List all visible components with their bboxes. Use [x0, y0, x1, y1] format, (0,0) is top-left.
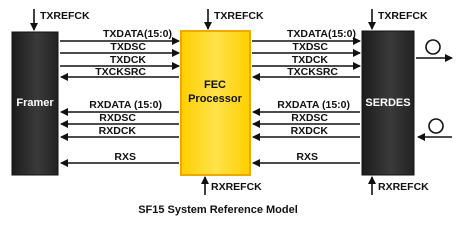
- right-tx-txdck-label: TXDCK: [292, 54, 329, 66]
- fec-serdes-signals: TXDATA(15:0) TXDSC TXDCK TXCKSRC RXDATA …: [252, 28, 361, 167]
- right-rx-rxdsc-label: RXDSC: [291, 112, 328, 124]
- right-rx-rxdata-label: RXDATA (15:0): [277, 99, 350, 111]
- left-rx-rxdck-label: RXDCK: [99, 125, 137, 137]
- left-rx-rxdata-label: RXDATA (15:0): [89, 99, 162, 111]
- left-tx-txdata-label: TXDATA(15:0): [103, 28, 172, 40]
- diagram-caption: SF15 System Reference Model: [138, 204, 298, 216]
- fec-rxrefck-label: RXREFCK: [211, 181, 262, 193]
- right-tx-txdsc-label: TXDSC: [292, 41, 328, 53]
- left-tx-txdsc-label: TXDSC: [110, 41, 146, 53]
- framer-txrefck-label: TXREFCK: [40, 10, 90, 22]
- right-tx-txdata-label: TXDATA(15:0): [287, 28, 356, 40]
- fec-label-line1: FEC: [204, 79, 226, 91]
- right-rx-rxs-label: RXS: [296, 151, 318, 163]
- fec-txrefck-label: TXREFCK: [214, 10, 264, 22]
- system-diagram: Framer FEC Processor SERDES TXREFCK TXRE…: [11, 9, 453, 216]
- left-tx-txdck-label: TXDCK: [110, 54, 147, 66]
- serdes-label: SERDES: [365, 97, 410, 109]
- right-rx-rxdck-label: RXDCK: [291, 125, 329, 137]
- left-rx-rxs-label: RXS: [114, 151, 136, 163]
- serdes-txrefck-label: TXREFCK: [378, 10, 428, 22]
- serdes-rxrefck-label: RXREFCK: [378, 181, 429, 193]
- serial-out-port-icon: [425, 39, 441, 55]
- fec-label-line2: Processor: [188, 93, 243, 105]
- fec-processor-block: [180, 30, 251, 176]
- right-tx-txcksrc-label: TXCKSRC: [287, 66, 338, 78]
- serdes-block: [361, 30, 415, 176]
- left-tx-txcksrc-label: TXCKSRC: [95, 66, 146, 78]
- serial-in-port-icon: [428, 118, 444, 134]
- left-rx-rxdsc-label: RXDSC: [99, 112, 136, 124]
- framer-label: Framer: [16, 97, 54, 109]
- framer-block: [11, 31, 59, 176]
- framer-fec-signals: TXDATA(15:0) TXDSC TXDCK TXCKSRC RXDATA …: [60, 28, 180, 167]
